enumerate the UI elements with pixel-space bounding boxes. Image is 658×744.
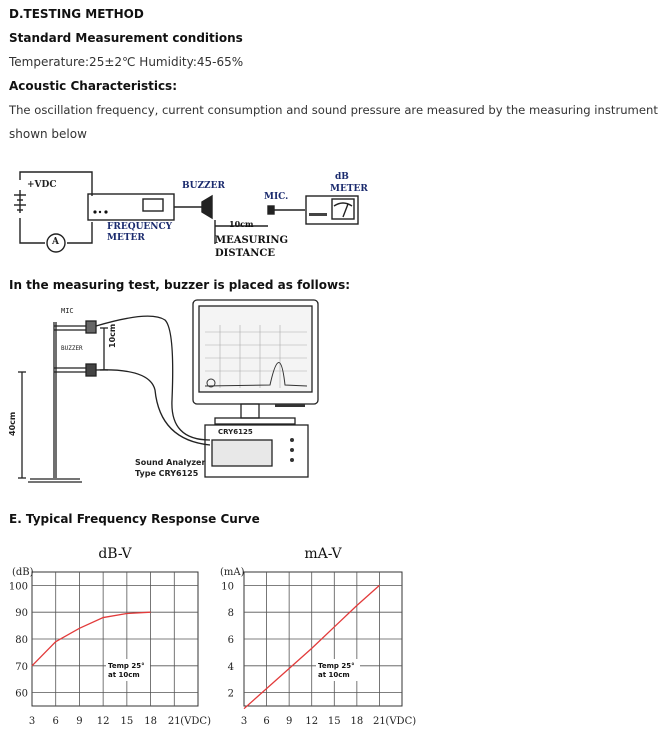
y-tick-label: 2 — [228, 689, 234, 700]
series-line — [243, 584, 380, 710]
heading-placement: In the measuring test, buzzer is placed … — [9, 278, 351, 292]
x-tick-label: 12 — [305, 716, 318, 727]
x-tick-label: 3 — [241, 716, 247, 727]
x-tick-label: 6 — [263, 716, 269, 727]
heading-acoustic: Acoustic Characteristics: — [9, 79, 177, 93]
setup-mic-label: MIC — [61, 307, 74, 315]
conditions-text: Temperature:25±2℃ Humidity:45-65% — [9, 55, 244, 69]
y-tick-label: 80 — [15, 635, 28, 646]
setup-buzzer-label: BUZZER — [61, 345, 83, 352]
y-axis-label: (mA) — [220, 567, 245, 578]
y-tick-label: 6 — [228, 635, 234, 646]
analyzer-device-label: CRY6125 — [218, 428, 253, 436]
measuring-label-2: DISTANCE — [215, 248, 275, 259]
paragraph-line-1: The oscillation frequency, current consu… — [9, 103, 658, 117]
annotation-distance: at 10cm — [108, 671, 140, 679]
x-tick-label: 21 — [373, 716, 386, 727]
analyzer-label-2: Type CRY6125 — [135, 469, 199, 478]
annotation-distance: at 10cm — [318, 671, 350, 679]
y-tick-label: 90 — [15, 608, 28, 619]
y-tick-label: 60 — [15, 689, 28, 700]
freq-meter-label-2: METER — [107, 233, 145, 243]
chart-title: mA-V — [304, 546, 342, 562]
series-line — [31, 611, 151, 667]
x-axis-label: (VDC) — [180, 716, 211, 727]
y-tick-label: 8 — [228, 608, 234, 619]
x-tick-label: 12 — [97, 716, 110, 727]
freq-meter-label-1: FREQUENCY — [107, 222, 173, 232]
heading-testing-method: D.TESTING METHOD — [9, 7, 144, 21]
ammeter-label: A — [52, 237, 59, 247]
mic-label: MIC. — [264, 192, 289, 202]
x-tick-label: 18 — [144, 716, 157, 727]
x-tick-label: 15 — [328, 716, 341, 727]
y-tick-label: 100 — [9, 581, 28, 592]
x-tick-label: 9 — [286, 716, 292, 727]
vdc-label: +VDC — [27, 180, 57, 190]
x-tick-label: 15 — [120, 716, 133, 727]
annotation-temp: Temp 25° — [318, 662, 355, 670]
heading-measurement-conditions: Standard Measurement conditions — [9, 31, 243, 45]
x-axis-label: (VDC) — [385, 716, 416, 727]
annotation-box — [316, 659, 360, 681]
x-tick-label: 21 — [168, 716, 181, 727]
analyzer-label-1: Sound Analyzer — [135, 458, 206, 467]
db-meter-label-1: dB — [335, 172, 349, 182]
distance-value: 10cm — [229, 219, 254, 229]
heading-response-curve: E. Typical Frequency Response Curve — [9, 512, 260, 526]
db-meter-label-2: METER — [330, 184, 368, 194]
paragraph-line-2: shown below — [9, 127, 87, 141]
x-tick-label: 18 — [350, 716, 363, 727]
buzzer-label: BUZZER — [182, 181, 225, 191]
x-tick-label: 3 — [29, 716, 35, 727]
y-axis-label: (dB) — [12, 567, 34, 578]
annotation-temp: Temp 25° — [108, 662, 145, 670]
chart-title: dB-V — [98, 546, 132, 562]
y-tick-label: 10 — [221, 581, 234, 592]
y-tick-label: 4 — [228, 662, 234, 673]
measuring-label-1: MEASURING — [215, 235, 289, 246]
x-tick-label: 9 — [76, 716, 82, 727]
x-tick-label: 6 — [53, 716, 59, 727]
y-tick-label: 70 — [15, 662, 28, 673]
annotation-box — [106, 659, 150, 681]
